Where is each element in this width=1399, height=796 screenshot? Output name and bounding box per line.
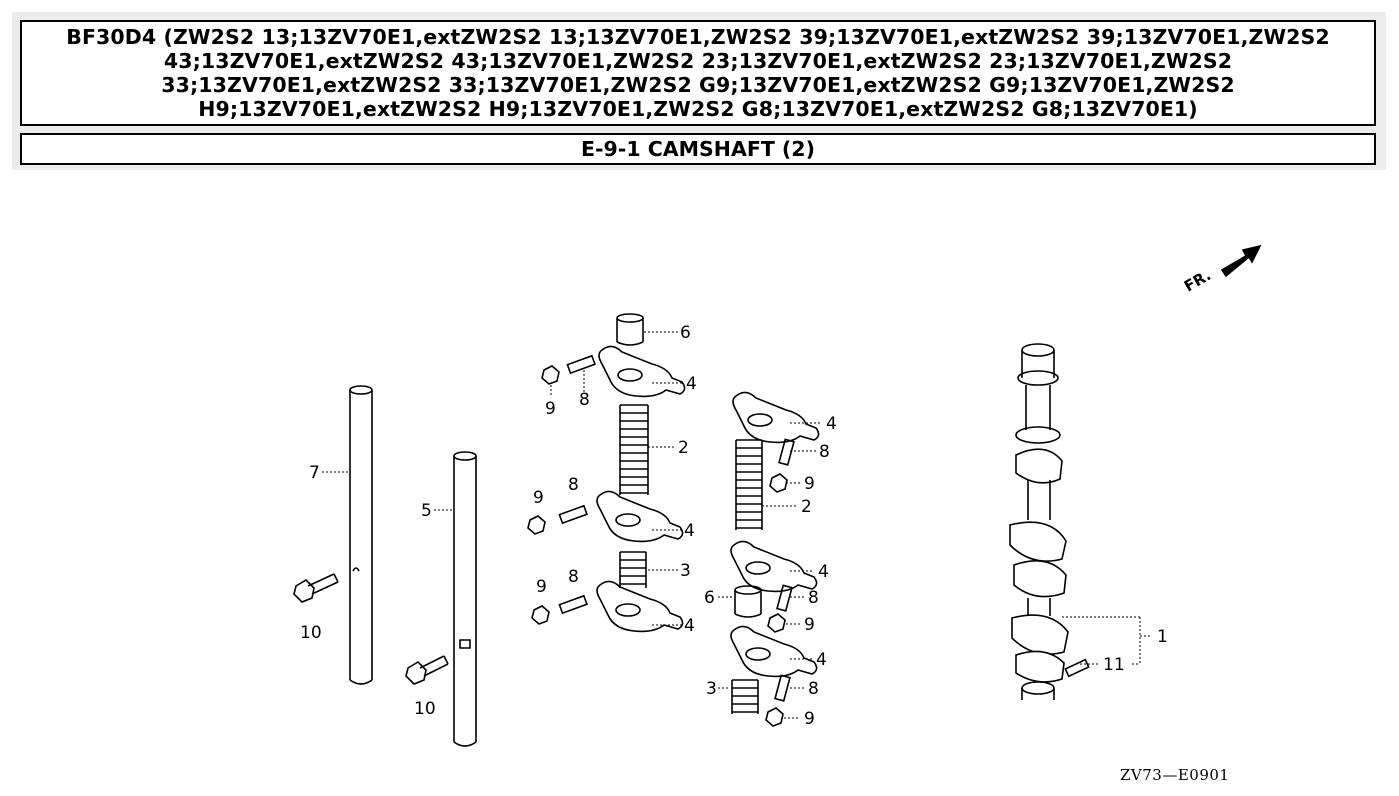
callout-5: 5	[421, 501, 432, 521]
bolt-10-right	[405, 655, 449, 685]
adjusting-screw-8-a	[566, 354, 596, 375]
adjusting-screw-8-c	[558, 594, 588, 615]
callout-4-a: 4	[686, 374, 697, 394]
adjusting-screw-8-f	[774, 674, 791, 702]
callout-6-lower: 6	[704, 588, 715, 608]
callout-9-e: 9	[804, 615, 815, 635]
spring-2-left	[619, 404, 649, 495]
callout-10-left: 10	[300, 623, 322, 643]
collar-6-top	[616, 313, 644, 346]
rocker-arm-4-a	[598, 345, 686, 398]
callout-9-c: 9	[536, 577, 547, 597]
lock-nut-9-b	[527, 515, 546, 535]
spring-3-left	[619, 551, 647, 588]
callout-9-b: 9	[533, 488, 544, 508]
adjusting-screw-8-e	[776, 584, 793, 612]
rocker-shaft-7	[349, 385, 373, 685]
callout-1: 1	[1157, 627, 1168, 647]
rocker-arm-4-f	[730, 625, 818, 678]
callout-4-c: 4	[684, 616, 695, 636]
rocker-arm-4-d	[732, 391, 820, 444]
lock-nut-9-f	[765, 707, 784, 727]
adjusting-screw-8-d	[778, 438, 795, 466]
callout-6-top: 6	[680, 323, 691, 343]
model-title-box: BF30D4 (ZW2S2 13;13ZV70E1,extZW2S2 13;13…	[20, 20, 1376, 126]
spring-3-right	[731, 679, 759, 714]
model-title: BF30D4 (ZW2S2 13;13ZV70E1,extZW2S2 13;13…	[66, 25, 1330, 121]
callout-4-e: 4	[818, 562, 829, 582]
rocker-arm-4-e	[730, 540, 818, 593]
front-direction-arrow: FR.	[1181, 244, 1262, 295]
camshaft-1	[1009, 343, 1069, 700]
spring-2-right	[735, 439, 763, 530]
lock-nut-9-a	[541, 365, 560, 385]
callout-3-left: 3	[680, 561, 691, 581]
callout-4-d: 4	[826, 414, 837, 434]
callout-9-d: 9	[804, 474, 815, 494]
callout-9-f: 9	[804, 709, 815, 729]
section-title: E-9-1 CAMSHAFT (2)	[581, 137, 815, 161]
rocker-arm-4-c	[596, 580, 684, 633]
callout-8-e: 8	[808, 588, 819, 608]
lock-nut-9-c	[531, 605, 550, 625]
fr-label: FR.	[1181, 266, 1214, 295]
lock-nut-9-d	[769, 473, 788, 493]
diagram-reference-code: ZV73—E0901	[1120, 766, 1230, 784]
rocker-shaft-5	[453, 451, 477, 747]
section-title-box: E-9-1 CAMSHAFT (2)	[20, 133, 1376, 165]
dowel-pin-11	[1064, 658, 1090, 678]
callout-2-left: 2	[678, 438, 689, 458]
callout-8-b: 8	[568, 475, 579, 495]
callout-labels: 1 2 2 3 3 4 4 4 4 4 4 5 6 6 7 8 8 8 8 8 …	[300, 323, 1168, 729]
leader-lines	[322, 331, 1152, 719]
callout-4-f: 4	[816, 650, 827, 670]
callout-11: 11	[1103, 655, 1125, 675]
callout-7: 7	[309, 463, 320, 483]
callout-4-b: 4	[684, 521, 695, 541]
callout-3-right: 3	[706, 679, 717, 699]
callout-8-d: 8	[819, 442, 830, 462]
callout-9-a: 9	[545, 399, 556, 419]
lock-nut-9-e	[767, 613, 786, 633]
callout-2-right: 2	[801, 497, 812, 517]
callout-10-right: 10	[414, 699, 436, 719]
rocker-arm-4-b	[596, 490, 684, 543]
collar-6-lower	[734, 585, 762, 618]
adjusting-screw-8-b	[558, 504, 588, 525]
callout-8-f: 8	[808, 679, 819, 699]
bolt-10-left	[293, 573, 339, 603]
callout-8-a: 8	[579, 390, 590, 410]
callout-8-c: 8	[568, 567, 579, 587]
